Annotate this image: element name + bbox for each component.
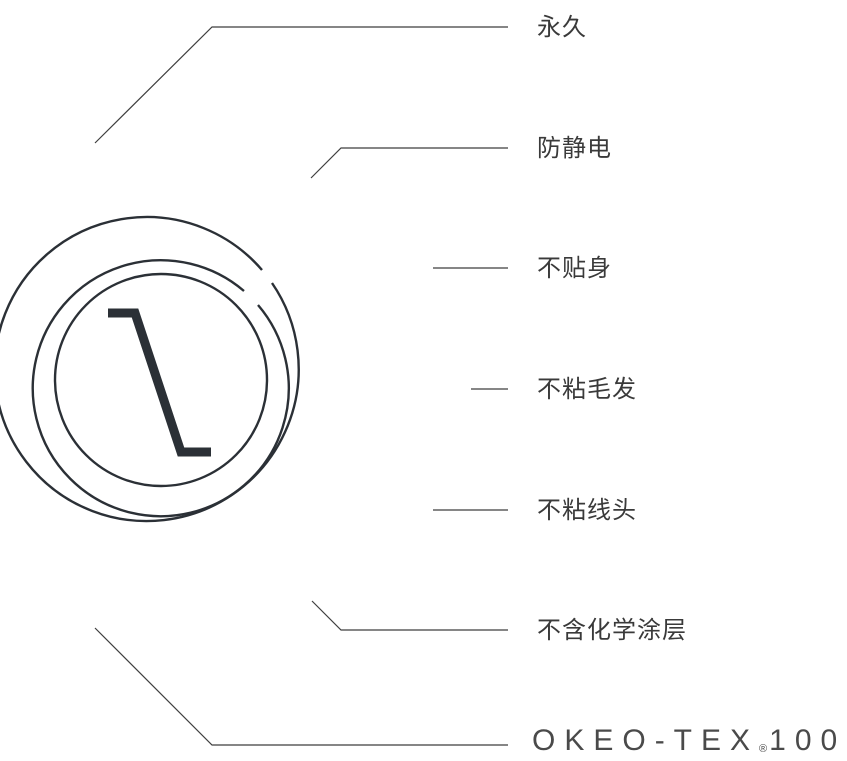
feature-label-no-hair: 不粘毛发 — [537, 375, 637, 403]
feature-label-no-cling: 不贴身 — [537, 254, 612, 282]
leader-line-2 — [310, 147, 508, 179]
leader-line-6 — [311, 600, 508, 631]
logo-middle-ring — [31, 259, 290, 518]
certification-name: OKEO-TEX — [532, 724, 760, 757]
leader-line-7 — [94, 627, 508, 746]
logo-inner-circle — [53, 272, 269, 488]
feature-label-antistatic: 防静电 — [537, 134, 612, 162]
registered-mark: ® — [759, 743, 770, 755]
certification-number: 100 — [769, 724, 847, 757]
feature-label-no-chemical-coating: 不含化学涂层 — [537, 616, 687, 644]
feature-label-no-lint: 不粘线头 — [537, 496, 637, 524]
certification-mark: OKEO-TEX®100 — [532, 726, 846, 756]
leader-line-1 — [94, 26, 508, 144]
logo-mark — [108, 308, 211, 457]
feature-label-permanent: 永久 — [537, 13, 587, 41]
logo-outer-ring — [0, 215, 300, 523]
